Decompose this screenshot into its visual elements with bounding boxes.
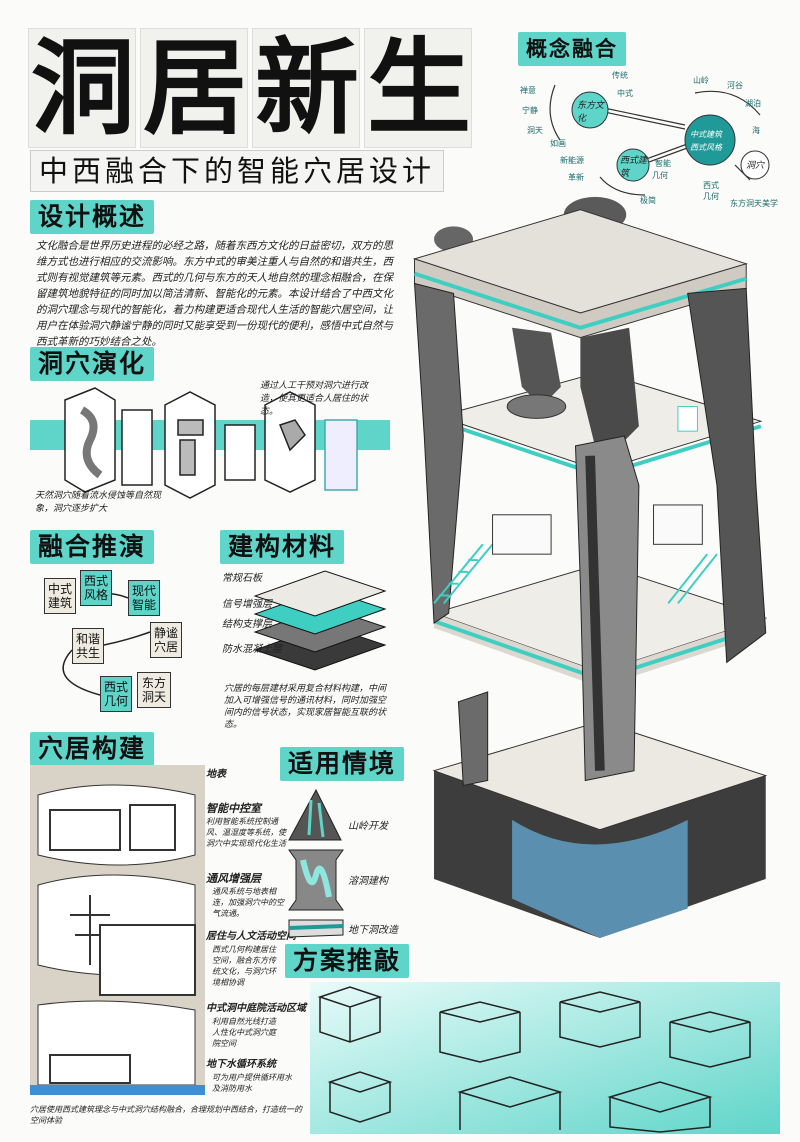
layer-label: 信号增强层: [222, 599, 272, 610]
node-label: 洞穴: [746, 161, 765, 171]
scenario-icons: [288, 788, 344, 938]
construction-note-title: 通风增强层: [206, 872, 261, 885]
fusion-card: 和谐共生: [72, 628, 104, 664]
construction-note-title: 智能中控室: [206, 802, 261, 815]
section-construction: 穴居构建: [30, 732, 155, 766]
branch-label: 湖泊: [745, 99, 761, 108]
cave-section-diagram: [30, 765, 205, 1095]
branch-label: 山岭: [693, 76, 709, 85]
section-evolution: 洞穴演化: [30, 347, 155, 381]
construction-footer-note: 穴居使用西式建筑理念与中式洞穴结构融合，合理规划中西结合，打造统一的空间体验: [30, 1105, 302, 1125]
fusion-card: 中式建筑: [44, 578, 76, 614]
branch-label: 革新: [568, 173, 584, 182]
construction-note-title: 地表: [206, 769, 226, 780]
scenario-label: 山岭开发: [348, 821, 388, 832]
fusion-card: 西式风格: [80, 570, 112, 606]
branch-label: 禅意: [520, 86, 536, 95]
title-char: 洞: [28, 28, 137, 148]
fusion-card: 东方洞天: [137, 672, 171, 708]
node-east: [571, 91, 609, 129]
poster-title: 洞 居 新 生: [28, 28, 473, 148]
title-char: 新: [252, 28, 361, 148]
section-scheme: 方案推敲: [285, 944, 410, 978]
construction-note-text: 可为用户提供循环用水及消防用水: [212, 1073, 292, 1093]
construction-note-text: 通风系统与地表相连，加强洞穴中的空气流通。: [212, 887, 284, 918]
node-center: [684, 114, 736, 166]
branch-label: 西式几何: [703, 181, 719, 201]
fusion-card: 静谧穴居: [150, 622, 182, 658]
layer-label: 结构支撑层: [222, 619, 272, 630]
branch-label: 海: [752, 126, 760, 135]
material-layers-diagram: [253, 570, 387, 671]
branch-label: 几何: [652, 171, 668, 180]
node-label: 东方文化: [577, 101, 605, 124]
branch-label: 极简: [640, 196, 656, 205]
branch-label: 宁静: [522, 106, 538, 115]
overview-paragraph: 文化融合是世界历史进程的必经之路，随着东西方文化的日益密切，双方的思维方式也进行…: [36, 240, 393, 348]
concept-map-diagram: [549, 84, 770, 196]
branch-label: 如画: [550, 139, 566, 148]
scenario-label: 溶洞建构: [348, 876, 388, 887]
branch-label: 智能: [655, 159, 671, 168]
section-fusion: 融合推演: [30, 530, 155, 564]
construction-note-text: 利用自然光线打造人性化中式洞穴庭院空间: [212, 1017, 276, 1048]
construction-note-title: 居住与人文活动空间: [206, 931, 296, 942]
construction-note-text: 西式几何构建居住空间，融合东方传统文化，与洞穴环境相协调: [212, 945, 276, 987]
branch-label: 中式: [617, 89, 633, 98]
branch-label: 传统: [612, 71, 628, 80]
node-west: [616, 148, 650, 182]
material-note: 穴居的每层建材采用复合材料构建，中间加入可增强信号的通讯材料，同时加强空间内的信…: [224, 684, 387, 730]
construction-note-title: 地下水循环系统: [206, 1059, 276, 1070]
fusion-card: 西式几何: [100, 676, 132, 712]
section-overview: 设计概述: [30, 200, 155, 234]
title-char: 居: [140, 28, 249, 148]
branch-label: 洞天: [527, 126, 543, 135]
section-scenarios: 适用情境: [280, 747, 405, 781]
construction-note-title: 中式洞中庭院活动区域: [206, 1003, 306, 1014]
evolution-note: 通过人工干预对洞穴进行改造，使其更适合人居住的状态。: [260, 381, 369, 417]
title-char: 生: [364, 28, 473, 148]
node-cave: [740, 150, 770, 180]
cave-evolution-diagram: [30, 387, 390, 499]
branch-label: 新能源: [560, 156, 584, 165]
poster-subtitle: 中西融合下的智能穴居设计: [30, 150, 445, 192]
construction-note-text: 利用智能系统控制通风、温湿度等系统，使洞穴中实现现代化生活: [206, 817, 286, 848]
section-materials: 建构材料: [220, 530, 345, 564]
fusion-card: 现代智能: [128, 580, 160, 616]
scheme-sketches: [310, 982, 780, 1134]
scenario-label: 地下洞改造: [348, 925, 398, 936]
branch-label: 河谷: [727, 81, 743, 90]
section-concept: 概念融合: [518, 32, 626, 66]
evolution-note: 天然洞穴随着流水侵蚀等自然现象，洞穴逐步扩大: [35, 491, 162, 514]
branch-label: 东方洞天美学: [730, 199, 778, 208]
cave-dwelling-illustration: [412, 196, 768, 938]
layer-label: 常规石板: [222, 573, 262, 584]
node-label: 中式建筑 西式风格: [690, 130, 722, 152]
node-label: 西式建筑: [620, 156, 648, 179]
layer-label: 防水混凝土层: [222, 644, 282, 655]
